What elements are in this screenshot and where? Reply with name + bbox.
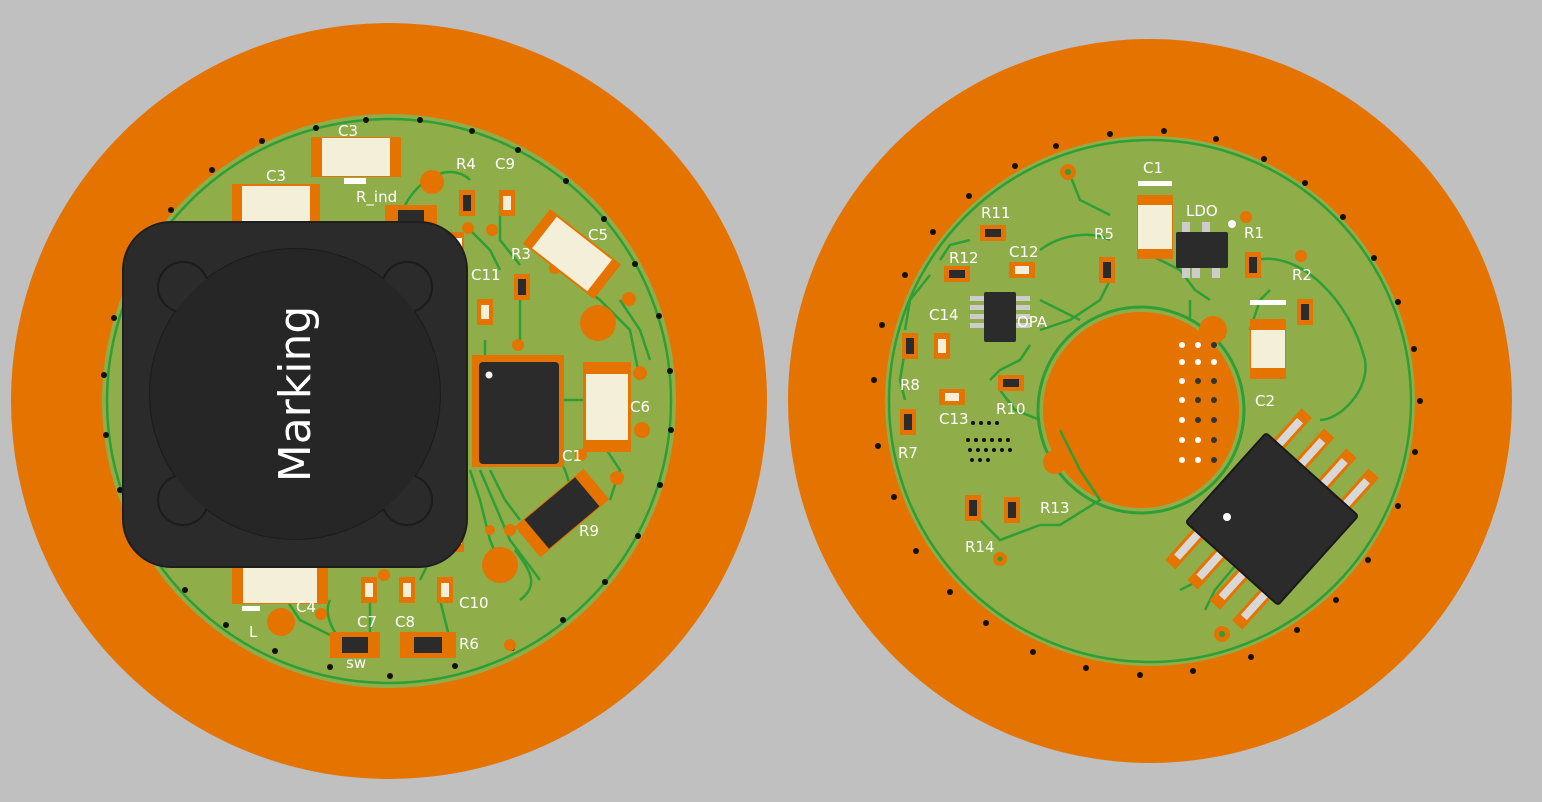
right-r14-resistor — [965, 495, 981, 521]
label-c14: C14 — [929, 306, 959, 324]
label-c2: C2 — [1255, 392, 1275, 410]
label-r3: R3 — [511, 245, 531, 263]
label-r1: R1 — [1244, 224, 1264, 242]
right-r10-resistor — [998, 375, 1024, 391]
left-c7-capacitor — [361, 577, 377, 603]
label-c7: C7 — [357, 613, 377, 631]
right-center-pad — [1036, 305, 1246, 515]
label-c3-top: C3 — [338, 122, 358, 140]
right-c12-capacitor — [1009, 262, 1035, 278]
right-r5-resistor — [1099, 257, 1115, 283]
right-c14-capacitor — [934, 333, 950, 359]
label-c5: C5 — [588, 226, 608, 244]
label-r-ind: R_ind — [356, 188, 397, 207]
right-r7-resistor — [900, 409, 916, 435]
right-board-edge-trace — [887, 138, 1413, 664]
label-r8: R8 — [900, 376, 920, 394]
label-r9: R9 — [579, 522, 599, 540]
right-stitching-vias — [871, 128, 1423, 678]
left-board: Marking C3 C3 R_ind R4 C9 R3 C5 C11 C6 C… — [11, 23, 767, 779]
label-r12: R12 — [949, 249, 979, 267]
right-ldo-regulator — [1176, 222, 1228, 278]
right-r13-resistor — [1004, 497, 1020, 523]
left-c3-top-capacitor — [311, 137, 401, 184]
label-c12: C12 — [1009, 243, 1039, 261]
left-board-edge-trace — [105, 117, 673, 685]
right-r8-resistor — [902, 333, 918, 359]
label-opa: OPA — [1017, 313, 1048, 331]
left-c11-capacitor — [477, 299, 493, 325]
right-silkscreen-labels: C1 LDO R11 R12 C12 R5 R1 R2 C14 OPA C2 R… — [898, 159, 1312, 556]
label-r4: R4 — [456, 155, 476, 173]
label-c1: C1 — [1143, 159, 1163, 177]
label-sw: sw — [346, 654, 366, 672]
label-r2: R2 — [1292, 266, 1312, 284]
left-silkscreen-labels: C3 C3 R_ind R4 C9 R3 C5 C11 C6 C1 R9 C4 … — [249, 122, 650, 672]
right-c2-capacitor — [1250, 300, 1286, 379]
left-r4-resistor — [459, 190, 475, 216]
label-c8: C8 — [395, 613, 415, 631]
left-pads — [267, 170, 650, 651]
label-r13: R13 — [1040, 499, 1070, 517]
right-center-via-grid — [1179, 342, 1217, 463]
right-c1-capacitor — [1137, 181, 1173, 259]
label-c1: C1 — [562, 447, 582, 465]
label-ldo: LDO — [1186, 202, 1218, 220]
left-c8-capacitor — [399, 577, 415, 603]
label-r11: R11 — [981, 204, 1011, 222]
label-r14: R14 — [965, 538, 995, 556]
right-r12-resistor — [944, 266, 970, 282]
right-opa-amplifier — [970, 292, 1030, 342]
right-r11-resistor — [980, 225, 1006, 241]
left-r3-resistor — [514, 274, 530, 300]
right-pads — [993, 164, 1307, 642]
inductor-marking-text: Marking — [270, 306, 321, 483]
right-traces — [898, 174, 1367, 611]
left-c10-capacitor — [437, 577, 453, 603]
label-r10: R10 — [996, 400, 1026, 418]
label-r6: R6 — [459, 635, 479, 653]
right-r1-resistor — [1245, 252, 1261, 278]
label-c13: C13 — [939, 410, 969, 428]
label-c3: C3 — [266, 167, 286, 185]
label-c6: C6 — [630, 398, 650, 416]
right-board: C1 LDO R11 R12 C12 R5 R1 R2 C14 OPA C2 R… — [788, 39, 1512, 763]
left-r6-resistor — [400, 632, 456, 658]
left-power-inductor: Marking — [122, 221, 468, 568]
left-c5-capacitor — [522, 208, 622, 300]
left-r9-resistor — [514, 468, 610, 558]
left-c4-capacitor — [232, 562, 328, 611]
left-c6-capacitor — [583, 362, 631, 452]
right-r2-resistor — [1297, 299, 1313, 325]
right-main-ic — [1165, 408, 1379, 630]
label-c4: C4 — [296, 598, 316, 616]
label-c9: C9 — [495, 155, 515, 173]
left-controller-ic — [472, 355, 564, 467]
left-sw-resistor — [330, 632, 380, 658]
right-small-via-grid — [966, 421, 1012, 462]
left-c9-capacitor — [499, 190, 515, 216]
left-c3-capacitor — [232, 184, 320, 228]
label-l: L — [249, 623, 258, 641]
label-c10: C10 — [459, 594, 489, 612]
right-c13-capacitor — [939, 389, 965, 405]
label-r5: R5 — [1094, 225, 1114, 243]
label-r7: R7 — [898, 444, 918, 462]
label-c11: C11 — [471, 266, 501, 284]
